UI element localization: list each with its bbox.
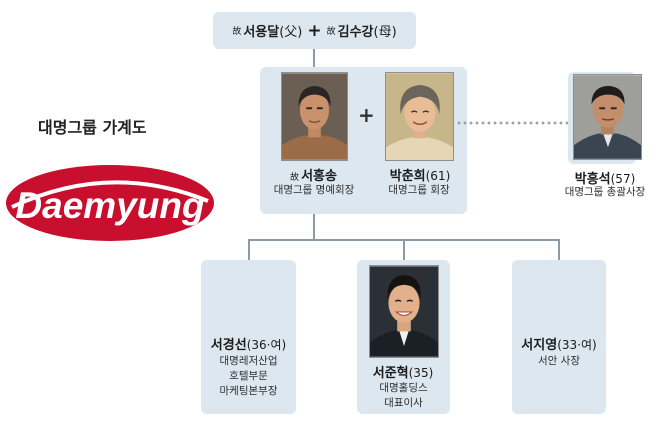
deceased-mark: 故	[326, 27, 336, 37]
child-1-name: 서경선	[210, 338, 247, 353]
grandparents-label: 故 서용달 (父) + 故 김수강 (母)	[213, 12, 416, 49]
relative-name: 박흥석	[574, 172, 611, 187]
grandmother-relation: (母)	[373, 25, 397, 40]
deceased-mark: 故	[290, 173, 300, 183]
diagram-title: 대명그룹 가계도	[38, 118, 147, 137]
child-1-meta: (36·여)	[246, 338, 287, 352]
role-line: 대명그룹 회장	[388, 184, 450, 196]
son-photo	[369, 265, 439, 358]
mother-role: 대명그룹 회장	[368, 183, 470, 198]
child-2-meta: (35)	[408, 366, 434, 380]
connector-child-2	[403, 239, 405, 261]
child-2-role: 대명홀딩스 대표이사	[357, 381, 450, 411]
father-role: 대명그룹 명예회장	[260, 183, 368, 198]
role-line: 서안 사장	[538, 355, 580, 367]
child-box-3	[512, 260, 606, 414]
child-3-role: 서안 사장	[512, 354, 606, 369]
connector-parents-down	[313, 214, 315, 241]
child-2-name: 서준혁	[372, 366, 409, 381]
spouse-plus: +	[358, 103, 375, 127]
role-line: 대명레저산업	[219, 355, 278, 367]
role-line: 대표이사	[384, 397, 423, 409]
grandmother-name: 김수강	[337, 25, 374, 40]
daemyung-logo: Daemyung	[6, 165, 214, 241]
role-line: 호텔부문	[229, 370, 268, 382]
relative-meta: (57)	[610, 172, 636, 186]
child-1-name-label: 서경선(36·여)	[196, 334, 301, 353]
child-3-meta: (33·여)	[557, 338, 597, 352]
child-2-name-label: 서준혁(35)	[353, 362, 453, 381]
connector-child-1	[248, 239, 250, 261]
relative-connector	[456, 120, 574, 126]
grandfather-relation: (父)	[279, 25, 303, 40]
child-3-name: 서지영	[521, 338, 558, 353]
child-3-name-label: 서지영(33·여)	[507, 334, 611, 353]
relative-name-label: 박흥석(57)	[560, 168, 650, 187]
relative-role: 대명그룹 총괄사장	[553, 185, 657, 200]
grandparents-plus: +	[307, 20, 322, 41]
grandfather-name: 서용달	[243, 25, 280, 40]
grandparents-box	[213, 12, 416, 49]
mother-meta: (61)	[425, 169, 451, 183]
relative-photo	[573, 74, 642, 160]
role-line: 마케팅본부장	[219, 385, 278, 397]
logo-text: Daemyung	[15, 185, 204, 226]
role-line: 대명그룹 총괄사장	[564, 186, 646, 198]
child-box-1	[201, 260, 296, 414]
father-name: 서홍송	[301, 169, 337, 184]
connector-grandparents	[313, 49, 315, 67]
father-photo	[281, 72, 348, 161]
mother-name: 박춘희	[389, 169, 426, 184]
child-1-role: 대명레저산업 호텔부문 마케팅본부장	[201, 354, 296, 399]
role-line: 대명그룹 명예회장	[273, 184, 355, 196]
mother-photo	[385, 72, 454, 161]
mother-name-label: 박춘희(61)	[375, 165, 465, 184]
connector-child-3	[558, 239, 560, 261]
deceased-mark: 故	[232, 27, 242, 37]
role-line: 대명홀딩스	[379, 382, 428, 394]
